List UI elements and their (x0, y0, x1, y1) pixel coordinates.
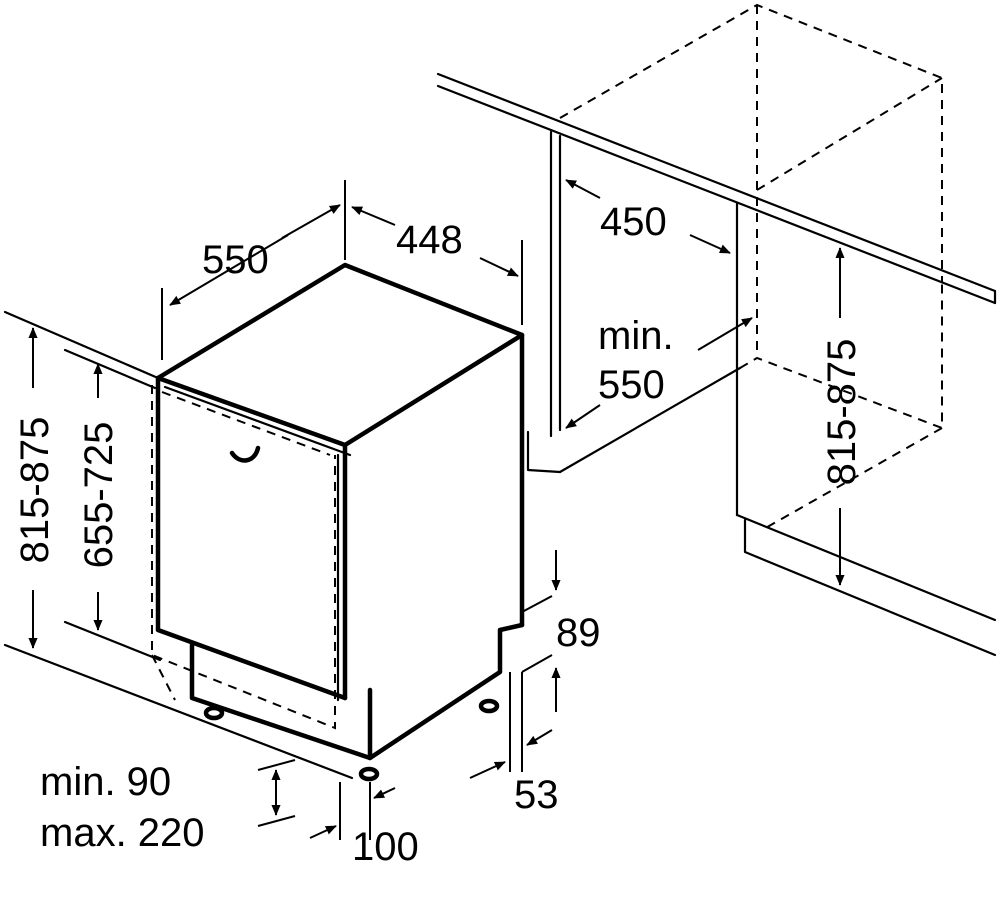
label-655-725: 655-725 (77, 422, 121, 569)
dim-plinth-height (257, 759, 296, 827)
door-outline (151, 385, 352, 730)
dim-89 (521, 550, 561, 712)
niche-dashed-volume (559, 3, 943, 531)
label-448-width: 448 (396, 218, 463, 262)
dim-100 (309, 782, 396, 840)
dim-53 (469, 672, 553, 779)
dim-448-width (351, 206, 523, 325)
label-min-90: min. 90 (40, 760, 171, 804)
label-89: 89 (556, 611, 601, 655)
niche-cabinet (526, 130, 997, 657)
label-100: 100 (352, 825, 419, 869)
label-815-875-left: 815-875 (13, 417, 57, 564)
label-min-niche: min. (598, 314, 674, 358)
label-450-niche: 450 (600, 200, 667, 244)
label-550-niche: 550 (598, 363, 665, 407)
dim-550-depth (161, 180, 346, 360)
dim-550-niche (565, 317, 753, 429)
feet (203, 698, 500, 782)
dim-450-niche (565, 179, 731, 254)
label-815-875-right: 815-875 (820, 339, 864, 486)
floor-lines (3, 310, 354, 780)
worktop (436, 72, 997, 305)
dishwasher-body (155, 262, 525, 761)
label-53: 53 (514, 773, 559, 817)
label-max-220: max. 220 (40, 811, 205, 855)
door-handle (229, 445, 261, 463)
label-550-depth: 550 (202, 238, 269, 282)
